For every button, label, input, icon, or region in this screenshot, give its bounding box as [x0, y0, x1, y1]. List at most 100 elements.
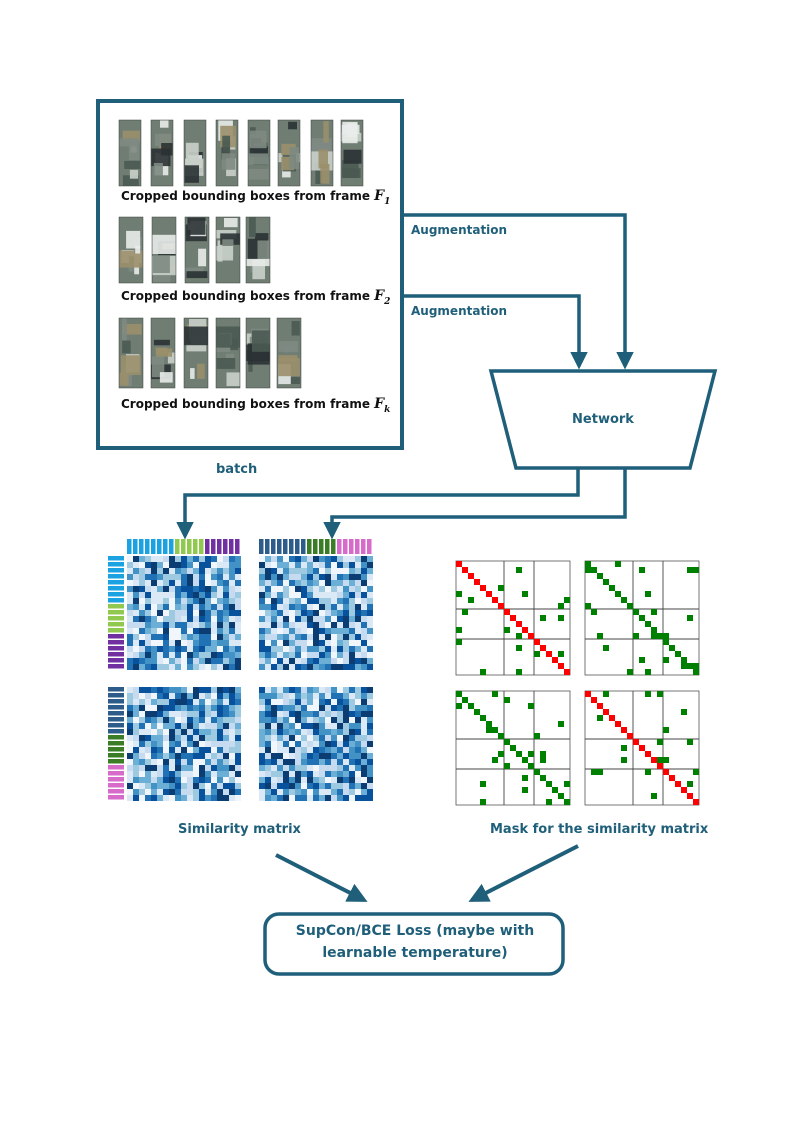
group-color-bar	[108, 562, 124, 567]
frame-k-letter: F	[374, 396, 385, 412]
cow-crop-image	[340, 119, 364, 187]
group-color-bar	[319, 539, 324, 554]
mask-caption: Mask for the similarity matrix	[490, 822, 709, 837]
group-color-bar	[108, 711, 124, 716]
caption-frame-k-text: Cropped bounding boxes from frame	[121, 397, 370, 411]
cow-crop-image	[276, 317, 302, 389]
mask-grid	[455, 690, 571, 806]
frame-k-index: k	[384, 404, 391, 415]
group-color-bar	[199, 539, 204, 554]
group-color-bar	[337, 539, 342, 554]
group-color-bar	[349, 539, 354, 554]
frame-2-symbol: F2	[374, 288, 391, 307]
frame-1-index: 1	[384, 196, 391, 207]
group-color-bar	[211, 539, 216, 554]
group-color-bar	[108, 646, 124, 651]
group-color-bar	[108, 664, 124, 669]
group-color-bar	[361, 539, 366, 554]
group-color-bar	[108, 580, 124, 585]
cow-crop-image	[247, 119, 271, 187]
batch-label: batch	[216, 462, 258, 477]
mask-to-loss-arrow	[468, 844, 579, 902]
group-color-bar	[108, 687, 124, 692]
group-color-bar	[163, 539, 168, 554]
group-color-bar	[108, 598, 124, 603]
group-color-bar	[108, 640, 124, 645]
network-block	[488, 369, 718, 470]
group-color-bar	[108, 789, 124, 794]
group-color-bar	[108, 610, 124, 615]
mask-grids	[455, 560, 700, 806]
group-color-bar	[108, 574, 124, 579]
group-color-bar	[108, 592, 124, 597]
cow-crop-image	[150, 317, 176, 389]
group-color-bar	[108, 699, 124, 704]
network-label: Network	[572, 412, 634, 427]
group-color-bar	[229, 539, 234, 554]
group-color-bar	[355, 539, 360, 554]
group-color-bar	[169, 539, 174, 554]
group-color-bar	[205, 539, 210, 554]
group-color-bar	[108, 658, 124, 663]
group-color-bar	[283, 539, 288, 554]
loss-label: SupCon/BCE Loss (maybe with learnable te…	[295, 923, 535, 961]
group-color-bar	[108, 723, 124, 728]
group-color-bar	[108, 777, 124, 782]
group-color-bar	[181, 539, 186, 554]
cropped-bounding-boxes	[118, 119, 364, 389]
group-color-bar	[108, 771, 124, 776]
similarity-heatmaps	[127, 556, 373, 801]
similarity-heatmap	[127, 556, 241, 670]
group-color-bar	[187, 539, 192, 554]
group-color-bar	[108, 568, 124, 573]
group-color-bar	[108, 628, 124, 633]
caption-frame-2-text: Cropped bounding boxes from frame	[121, 289, 370, 303]
group-color-bar	[277, 539, 282, 554]
group-color-bar	[108, 741, 124, 746]
caption-frame-2: Cropped bounding boxes from frame F2	[121, 288, 390, 307]
cow-crop-image	[151, 216, 177, 284]
group-color-bar	[193, 539, 198, 554]
group-color-bar	[108, 634, 124, 639]
caption-frame-1-text: Cropped bounding boxes from frame	[121, 189, 370, 203]
cow-crop-image	[184, 216, 210, 284]
group-color-bar	[265, 539, 270, 554]
mask-grid	[455, 560, 571, 676]
group-color-bar	[108, 753, 124, 758]
group-color-bar	[139, 539, 144, 554]
frame-1-letter: F	[374, 188, 385, 204]
group-color-bar	[157, 539, 162, 554]
cow-crop-image	[245, 216, 271, 284]
group-color-bar	[108, 586, 124, 591]
network-output-arrow-2	[323, 469, 627, 540]
group-color-bar	[295, 539, 300, 554]
group-color-bar	[259, 539, 264, 554]
group-color-bar	[175, 539, 180, 554]
group-color-bar	[108, 765, 124, 770]
cow-crop-image	[215, 317, 241, 389]
group-color-bar	[343, 539, 348, 554]
group-color-bar	[108, 747, 124, 752]
group-color-bar	[108, 622, 124, 627]
group-color-bar	[127, 539, 132, 554]
cow-crop-image	[118, 216, 144, 284]
mask-grid	[584, 560, 700, 676]
cow-crop-image	[118, 317, 144, 389]
cow-crop-image	[215, 119, 239, 187]
group-color-bar	[108, 729, 124, 734]
caption-frame-k: Cropped bounding boxes from frame Fk	[121, 396, 390, 415]
similarity-matrix-caption: Similarity matrix	[178, 822, 301, 837]
frame-2-index: 2	[384, 296, 391, 307]
group-color-bar	[108, 693, 124, 698]
group-color-bar	[217, 539, 222, 554]
group-color-bar	[235, 539, 240, 554]
similarity-to-loss-arrow	[275, 853, 368, 902]
cow-crop-image	[183, 317, 209, 389]
group-color-bar	[108, 604, 124, 609]
group-color-bar	[108, 652, 124, 657]
cow-crop-image	[215, 216, 241, 284]
augmentation-arrow-1	[403, 213, 634, 370]
group-color-bar	[108, 735, 124, 740]
